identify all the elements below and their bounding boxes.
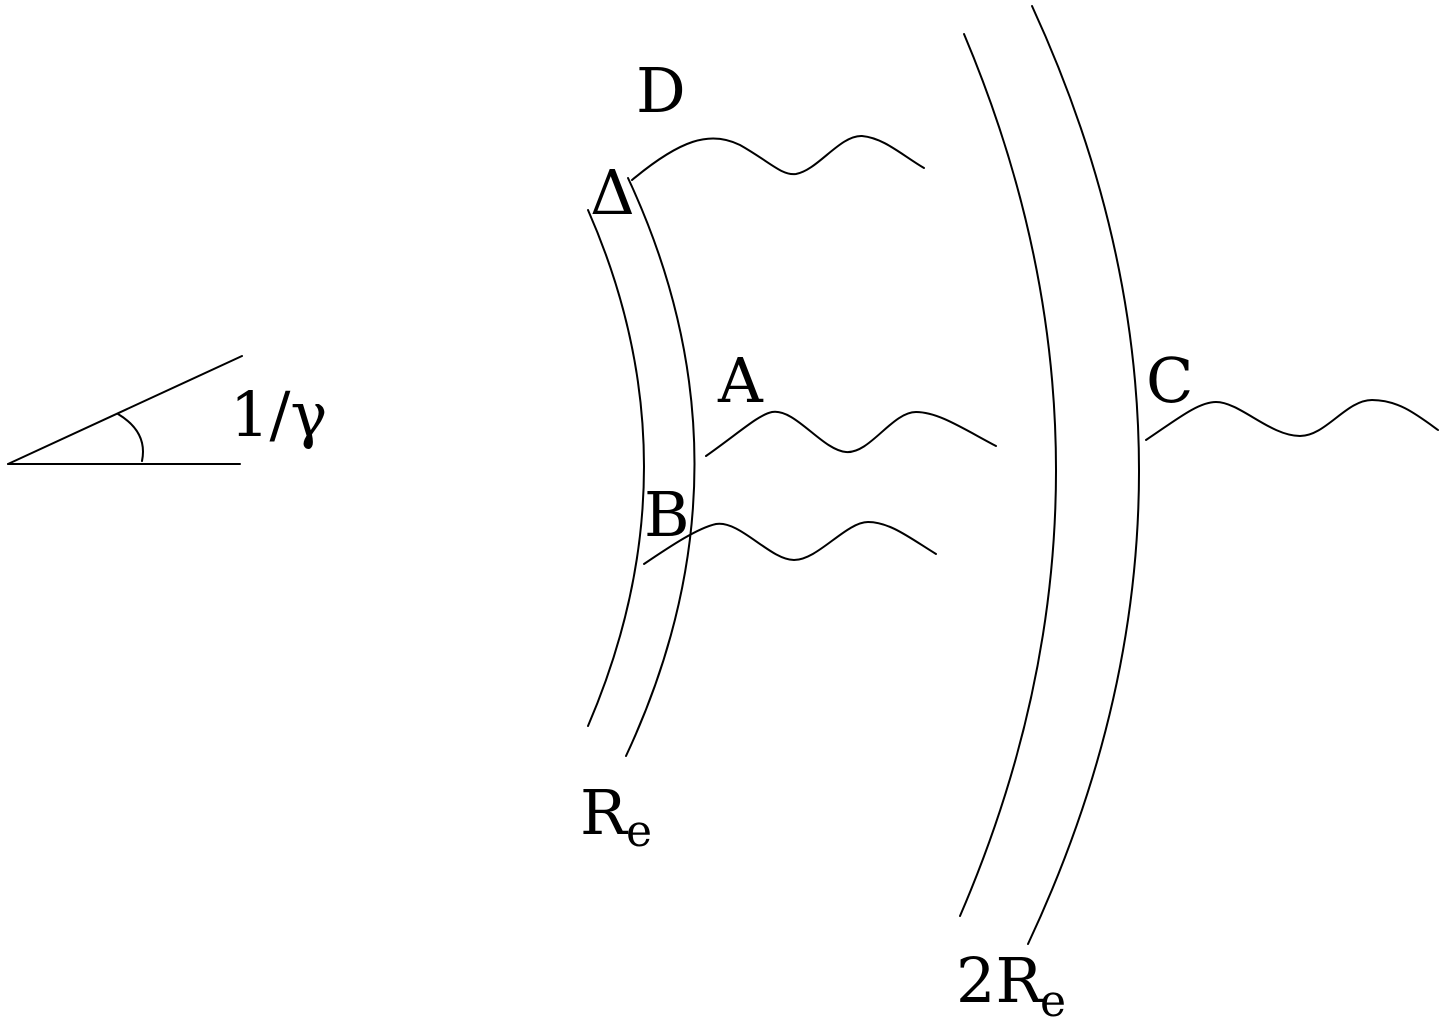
outer-shell-arc-left <box>959 33 1057 917</box>
photon-wave-b <box>643 521 937 565</box>
radius-label-re-main: R <box>580 776 629 849</box>
radius-label-2re-subscript: e <box>1040 976 1066 1021</box>
radius-label-re-subscript: e <box>626 806 652 857</box>
label-b: B <box>644 478 690 551</box>
inner-shell-arc-left <box>587 209 645 727</box>
inner-shell-arc-right <box>625 177 696 757</box>
label-c: C <box>1146 344 1193 417</box>
angle-arc <box>117 413 144 462</box>
outer-shell <box>959 5 1140 945</box>
angle-ray-upper <box>7 355 243 465</box>
label-delta: Δ <box>590 156 635 229</box>
angle-indicator: 1/γ <box>7 355 327 465</box>
photon-wave-c <box>1145 399 1439 441</box>
photon-wave-a <box>705 410 997 457</box>
label-d: D <box>636 54 686 127</box>
radius-label-2re-main: 2R <box>956 944 1044 1017</box>
label-a: A <box>717 344 764 417</box>
point-labels: D Δ A B C <box>590 54 1193 551</box>
outer-shell-arc-right <box>1027 5 1140 945</box>
radius-label-2re: 2R e <box>956 944 1066 1021</box>
inner-shell <box>587 177 696 757</box>
radius-label-re: R e <box>580 776 652 857</box>
photon-waves <box>631 134 1439 565</box>
photon-wave-d <box>631 134 925 181</box>
angle-label: 1/γ <box>230 378 327 451</box>
